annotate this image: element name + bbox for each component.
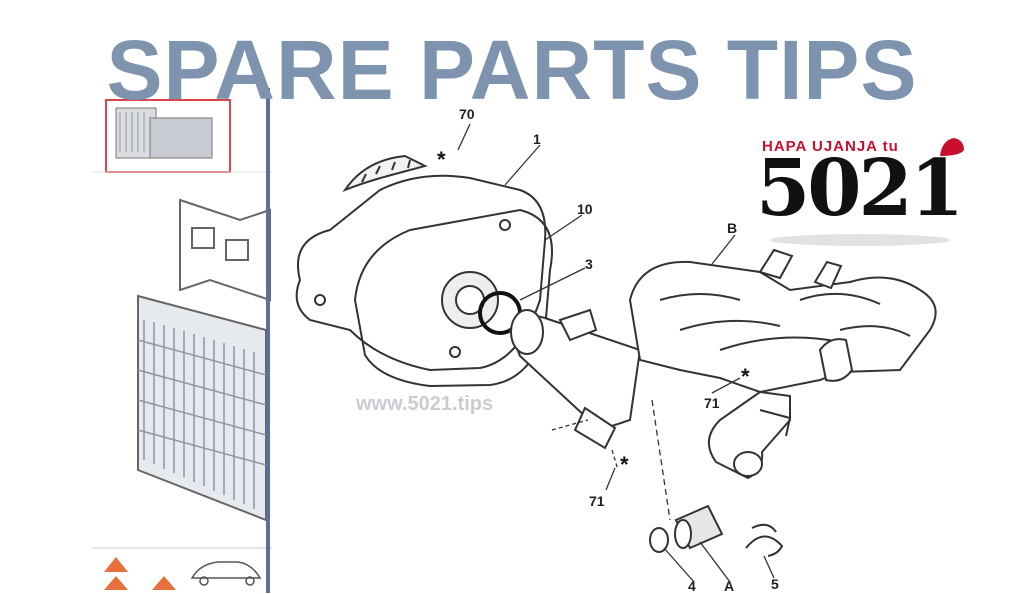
outlet-pipe-drawing	[508, 308, 642, 450]
small-parts-drawing	[649, 504, 784, 557]
callout-71-lower: 71	[589, 493, 605, 509]
callout-1: 1	[533, 131, 541, 147]
water-pump-drawing	[295, 154, 553, 388]
svg-text:*: *	[437, 147, 446, 172]
callout-B: B	[727, 220, 738, 236]
callout-10: 10	[577, 201, 593, 217]
brand-number: 5021	[756, 143, 964, 234]
brand-tagline: HAPA UJANJA tu	[762, 138, 899, 155]
banner-title: SPARE PARTS TIPS	[106, 23, 918, 117]
left-catalog-panel	[92, 90, 272, 593]
thumbnail-radiator-icon	[115, 107, 213, 159]
car-icon[interactable]	[190, 561, 262, 586]
callout-71-upper: 71	[704, 395, 720, 411]
callout-4: 4	[688, 578, 696, 594]
asterisk-markers: * * *	[437, 147, 750, 477]
callout-A: A	[724, 578, 735, 594]
brand-flame-icon	[940, 138, 964, 156]
svg-text:*: *	[620, 452, 629, 477]
leader-lines	[457, 123, 775, 583]
callout-5: 5	[771, 576, 779, 592]
brand-shadow	[770, 234, 950, 246]
hose-assembly-drawing	[628, 248, 937, 480]
watermark-url: www.5021.tips	[356, 393, 494, 415]
nav-arrow-icon[interactable]	[104, 557, 176, 590]
callout-70: 70	[459, 106, 475, 122]
callout-3: 3	[585, 256, 593, 272]
svg-text:*: *	[741, 364, 750, 389]
